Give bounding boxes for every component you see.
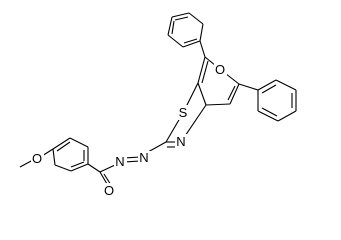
thiazole-nitrogen-label: N: [176, 134, 185, 149]
azo-nitrogen-2-label: N: [115, 154, 124, 169]
carbonyl-oxygen-label: O: [104, 183, 114, 198]
phenyl-furan-bond-right: [238, 83, 259, 91]
azo-linkage: [99, 141, 167, 173]
azo-nitrogen-1-label: N: [139, 150, 148, 165]
ring-carbonyl-bond: [87, 163, 101, 173]
methoxyphenyl-ring: [52, 137, 89, 172]
right-phenyl-ring: [257, 79, 297, 122]
furan-oxygen-label: O: [215, 62, 225, 77]
thiazole-sulfur-label: S: [179, 105, 188, 120]
chemical-structure-diagram: O S N N N O O: [19, 12, 297, 198]
phenyl-furan-bond-top: [199, 40, 206, 58]
top-phenyl-ring: [167, 12, 204, 48]
methoxy-oxygen-label: O: [32, 151, 42, 166]
